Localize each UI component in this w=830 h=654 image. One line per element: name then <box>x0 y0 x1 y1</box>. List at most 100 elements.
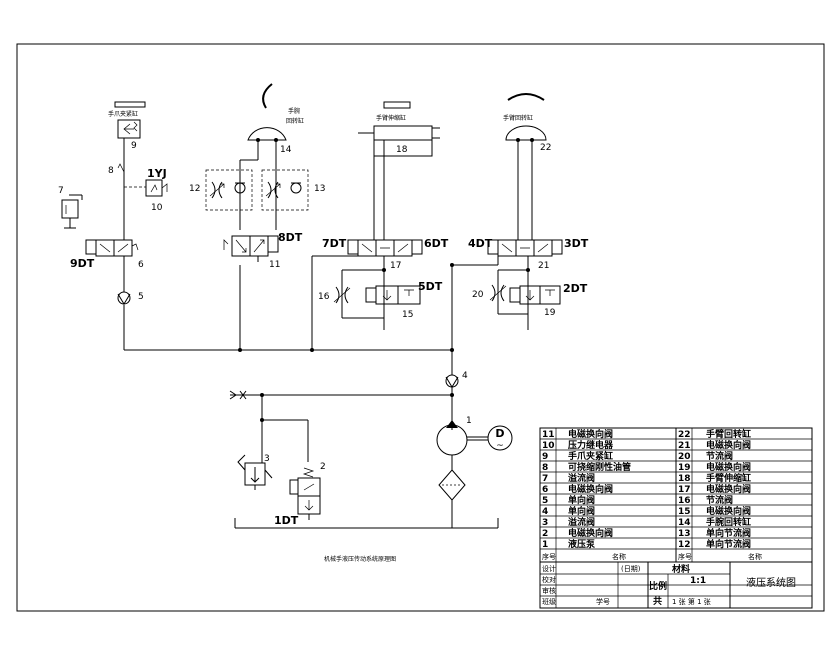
part-name: 电磁换向阀 <box>706 483 751 495</box>
solenoid-valve-19 <box>509 285 561 305</box>
tb-class: 班级 <box>542 597 556 606</box>
label-wrist-bottom: 回转缸 <box>286 117 304 125</box>
throttle-valve-16 <box>333 269 384 319</box>
label-7DT: 7DT <box>322 237 347 250</box>
part-name: 电磁换向阀 <box>706 505 751 517</box>
label-arm-rotate: 手臂回转缸 <box>503 114 533 122</box>
part-number: 8 <box>542 463 548 473</box>
label-10: 10 <box>151 203 163 213</box>
label-9: 9 <box>131 141 137 151</box>
tb-scale-label: 比例 <box>649 580 667 592</box>
part-name: 电磁换向阀 <box>706 461 751 473</box>
relief-valve-3 <box>237 454 273 490</box>
part-number: 12 <box>678 540 691 550</box>
label-1YJ: 1YJ <box>147 167 167 180</box>
label-14: 14 <box>280 145 292 155</box>
label-8: 8 <box>108 166 114 176</box>
tb-date: (日期) <box>621 565 641 573</box>
label-wrist-top: 手腕 <box>288 107 300 115</box>
part-name: 单向节流阀 <box>706 527 751 539</box>
label-5: 5 <box>138 292 144 302</box>
label-1: 1 <box>466 416 472 426</box>
check-valve-4 <box>445 374 459 388</box>
drawing-border <box>16 43 825 612</box>
part-number: 10 <box>542 441 555 451</box>
table-header-name: 名称 <box>612 552 626 561</box>
part-name: 溢流阀 <box>568 516 595 528</box>
pressure-relay-10 <box>124 179 168 197</box>
label-clamp-cylinder: 手爪夹紧缸 <box>108 110 138 118</box>
part-number: 17 <box>678 485 691 495</box>
part-name: 电磁换向阀 <box>568 483 613 495</box>
arm-rotary-cylinder-22 <box>505 93 547 240</box>
tb-review: 审核 <box>542 586 556 595</box>
part-name: 单向阀 <box>568 505 595 517</box>
label-22: 22 <box>540 143 551 153</box>
part-number: 21 <box>678 441 691 451</box>
oil-filter <box>438 469 466 528</box>
part-name: 单向阀 <box>568 494 595 506</box>
tb-material: 材料 <box>671 563 690 575</box>
label-3: 3 <box>264 454 270 464</box>
part-number: 1 <box>542 540 548 550</box>
part-number: 20 <box>678 452 691 462</box>
solenoid-valve-21 <box>487 239 563 330</box>
label-6DT: 6DT <box>424 237 449 250</box>
label-7: 7 <box>58 186 64 196</box>
part-number: 18 <box>678 474 691 484</box>
label-17: 17 <box>390 261 401 271</box>
label-1DT: 1DT <box>274 514 299 527</box>
electric-motor: D ~ <box>487 425 513 451</box>
part-name: 节流阀 <box>706 494 733 506</box>
solenoid-valve-11 <box>223 235 279 262</box>
part-number: 5 <box>542 496 548 506</box>
label-12: 12 <box>189 184 200 194</box>
label-20: 20 <box>472 290 484 300</box>
label-21: 21 <box>538 261 549 271</box>
part-name: 电磁换向阀 <box>568 527 613 539</box>
part-number: 6 <box>542 485 548 495</box>
part-number: 16 <box>678 496 691 506</box>
tb-scale-value: 1:1 <box>690 576 706 586</box>
label-15: 15 <box>402 310 413 320</box>
solenoid-valve-17 <box>347 239 423 330</box>
throttle-valve-20 <box>489 269 528 315</box>
part-number: 13 <box>678 529 691 539</box>
label-2DT: 2DT <box>563 282 588 295</box>
solenoid-valve-2 <box>289 467 321 520</box>
label-3DT: 3DT <box>564 237 589 250</box>
label-16: 16 <box>318 292 330 302</box>
wrist-rotary-cylinder-14 <box>247 83 287 170</box>
tb-check: 校对 <box>542 575 556 584</box>
one-way-throttle-valve-12 <box>205 159 258 230</box>
tb-student-no: 学号 <box>596 597 610 606</box>
title-block: 设计 校对 审核 班级 学号 (日期) 材料 比例 1:1 共 1 张 第 1 … <box>539 561 813 609</box>
label-2: 2 <box>320 462 326 472</box>
motor-sub-label: ~ <box>496 441 504 451</box>
motor-label: D <box>495 427 504 440</box>
label-11: 11 <box>269 260 280 270</box>
supply-lines <box>123 255 499 529</box>
part-number: 19 <box>678 463 691 473</box>
part-name: 电磁换向阀 <box>568 428 613 440</box>
part-number: 2 <box>542 529 548 539</box>
part-number: 7 <box>542 474 548 484</box>
part-number: 11 <box>542 430 555 440</box>
tb-design: 设计 <box>542 564 556 573</box>
table-header-no: 序号 <box>678 552 692 561</box>
part-number: 22 <box>678 430 691 440</box>
label-4: 4 <box>462 371 468 381</box>
hydraulic-pump <box>436 420 488 470</box>
tb-drawing-title: 液压系统图 <box>746 576 796 589</box>
relief-valve-7 <box>61 194 83 229</box>
table-header-no: 序号 <box>542 552 556 561</box>
label-6: 6 <box>138 260 144 270</box>
label-8DT: 8DT <box>278 231 303 244</box>
label-arm-extend: 手臂伸缩缸 <box>376 114 406 122</box>
solenoid-valve-6 <box>85 239 139 257</box>
label-18: 18 <box>396 145 408 155</box>
arm-extension-cylinder-18 <box>358 101 440 240</box>
part-name: 压力继电器 <box>568 439 614 451</box>
